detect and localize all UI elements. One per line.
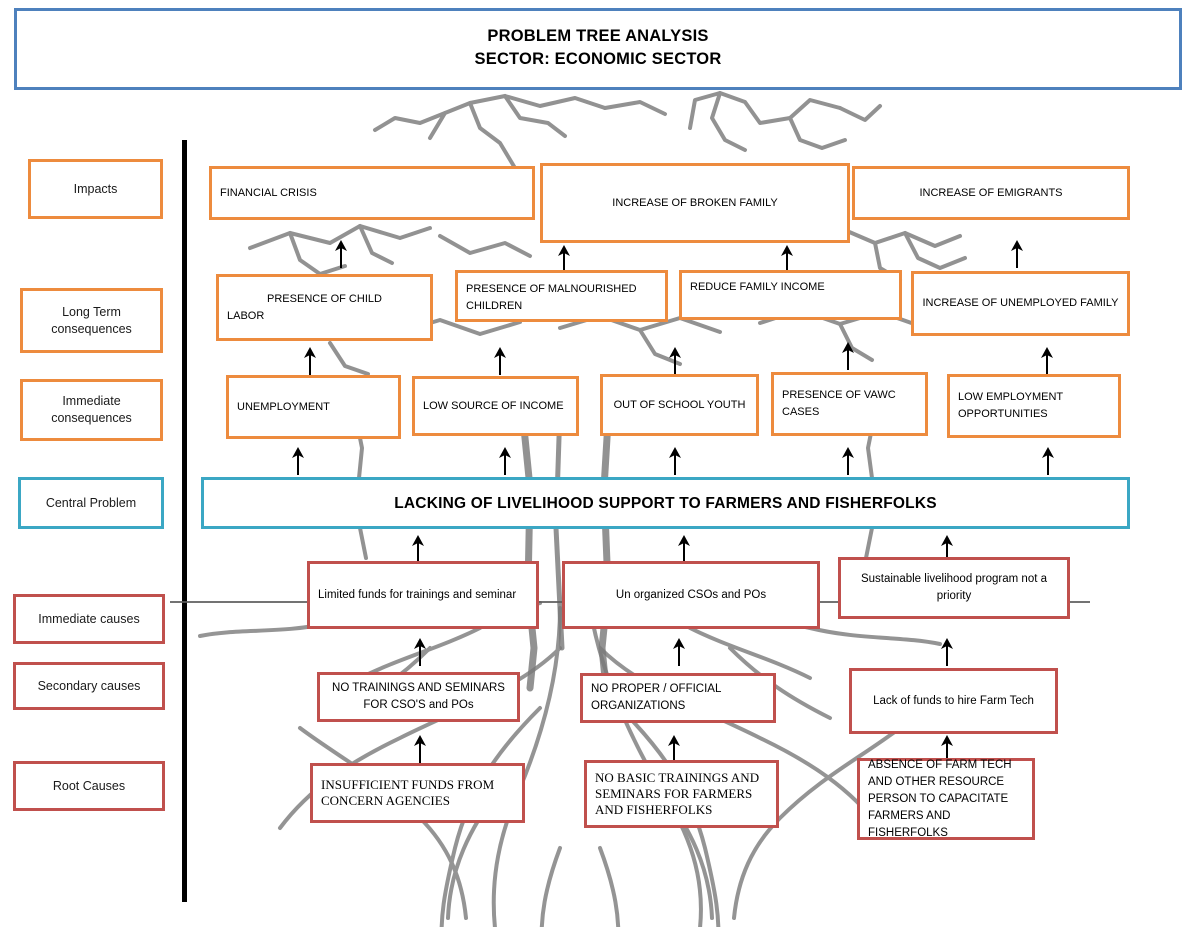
- node-increase-of-unemployed-family: INCREASE OF UNEMPLOYED FAMILY: [911, 271, 1130, 336]
- arrow-up-icon: [1042, 447, 1054, 475]
- arrow-up-icon: [292, 447, 304, 475]
- arrow-up-icon: [335, 240, 347, 268]
- node-low-source-of-income: LOW SOURCE OF INCOME: [412, 376, 579, 436]
- node-label: ABSENCE OF FARM TECH AND OTHER RESOURCE …: [868, 758, 1012, 839]
- node-label: PRESENCE OF CHILD LABOR: [227, 291, 422, 325]
- node-insufficient-funds-from-concern-agencies: INSUFFICIENT FUNDS FROM CONCERN AGENCIES: [310, 763, 525, 823]
- category-label-text: Secondary causes: [37, 678, 141, 693]
- node-unemployment: UNEMPLOYMENT: [226, 375, 401, 439]
- node-reduce-family-income: REDUCE FAMILY INCOME: [679, 270, 902, 320]
- node-label-line-2: LABOR: [227, 309, 265, 322]
- node-limited-funds-for-trainings: Limited funds for trainings and seminar: [307, 561, 539, 629]
- node-label: LOW SOURCE OF INCOME: [423, 399, 564, 412]
- node-absence-of-farm-tech: ABSENCE OF FARM TECH AND OTHER RESOURCE …: [857, 758, 1035, 840]
- node-label: Limited funds for trainings and seminar: [318, 588, 517, 601]
- node-label: OUT OF SCHOOL YOUTH: [613, 398, 746, 411]
- category-label-root-causes: Root Causes: [13, 761, 165, 811]
- node-label: UNEMPLOYMENT: [237, 400, 330, 413]
- node-presence-of-malnourished-children: PRESENCE OF MALNOURISHED CHILDREN: [455, 270, 668, 322]
- arrow-up-icon: [414, 735, 426, 763]
- node-label: REDUCE FAMILY INCOME: [690, 281, 825, 293]
- category-label-text: Immediate causes: [38, 611, 140, 626]
- category-label-text: Root Causes: [52, 778, 126, 793]
- arrow-up-icon: [678, 535, 690, 563]
- arrow-up-icon: [499, 447, 511, 475]
- category-label-text: Central Problem: [45, 495, 137, 510]
- node-label: LACKING OF LIVELIHOOD SUPPORT TO FARMERS…: [394, 494, 937, 512]
- node-lack-of-funds-to-hire-farm-tech: Lack of funds to hire Farm Tech: [849, 668, 1058, 734]
- category-label-immediate-causes: Immediate causes: [13, 594, 165, 644]
- arrow-up-icon: [1011, 240, 1023, 268]
- node-out-of-school-youth: OUT OF SCHOOL YOUTH: [600, 374, 759, 436]
- node-low-employment-opportunities: LOW EMPLOYMENT OPPORTUNITIES: [947, 374, 1121, 438]
- arrow-up-icon: [673, 638, 685, 666]
- category-label-text: Long Term consequences: [51, 304, 132, 336]
- node-label: INCREASE OF BROKEN FAMILY: [612, 196, 778, 209]
- vertical-axis-line: [182, 140, 187, 902]
- arrow-up-icon: [558, 245, 570, 273]
- node-label: INCREASE OF UNEMPLOYED FAMILY: [922, 297, 1119, 309]
- arrow-up-icon: [668, 735, 680, 763]
- node-un-organized-csos-and-pos: Un organized CSOs and POs: [562, 561, 820, 629]
- node-label: NO BASIC TRAININGS AND SEMINARS FOR FARM…: [595, 770, 760, 817]
- category-label-secondary-causes: Secondary causes: [13, 662, 165, 710]
- node-label: Lack of funds to hire Farm Tech: [873, 694, 1034, 707]
- node-presence-of-vawc-cases: PRESENCE OF VAWC CASES: [771, 372, 928, 436]
- category-label-text: Immediate consequences: [51, 394, 132, 425]
- arrow-up-icon: [1041, 347, 1053, 375]
- arrow-up-icon: [842, 447, 854, 475]
- node-presence-of-child-labor: PRESENCE OF CHILD LABOR: [216, 274, 433, 341]
- arrow-up-icon: [304, 347, 316, 375]
- arrow-up-icon: [941, 638, 953, 666]
- category-label-text: Impacts: [73, 181, 118, 196]
- arrow-up-icon: [842, 342, 854, 370]
- category-label-immediate-consequences: Immediate consequences: [20, 379, 163, 441]
- node-label: NO PROPER / OFFICIAL ORGANIZATIONS: [591, 683, 721, 712]
- arrow-up-icon: [781, 245, 793, 273]
- node-label: Un organized CSOs and POs: [615, 588, 767, 601]
- node-label: NO TRAININGS AND SEMINARS FOR CSO'S and …: [332, 682, 505, 711]
- node-label-line-1: PRESENCE OF CHILD: [267, 292, 382, 305]
- node-sustainable-livelihood-not-priority: Sustainable livelihood program not a pri…: [838, 557, 1070, 619]
- arrow-up-icon: [414, 638, 426, 666]
- node-label: INSUFFICIENT FUNDS FROM CONCERN AGENCIES: [321, 777, 495, 808]
- node-label: FINANCIAL CRISIS: [220, 186, 317, 199]
- node-no-basic-trainings-for-farmers: NO BASIC TRAININGS AND SEMINARS FOR FARM…: [584, 760, 779, 828]
- category-label-impacts: Impacts: [28, 159, 163, 219]
- arrow-up-icon: [669, 347, 681, 375]
- arrow-up-icon: [412, 535, 424, 563]
- node-financial-crisis: FINANCIAL CRISIS: [209, 166, 535, 220]
- node-no-trainings-and-seminars-for-csos: NO TRAININGS AND SEMINARS FOR CSO'S and …: [317, 672, 520, 722]
- category-label-long-term-consequences: Long Term consequences: [20, 288, 163, 353]
- node-label: PRESENCE OF MALNOURISHED CHILDREN: [466, 283, 637, 312]
- node-increase-of-broken-family: INCREASE OF BROKEN FAMILY: [540, 163, 850, 243]
- title-line-1: PROBLEM TREE ANALYSIS: [487, 27, 709, 45]
- node-central-problem: LACKING OF LIVELIHOOD SUPPORT TO FARMERS…: [201, 477, 1130, 529]
- arrow-up-icon: [494, 347, 506, 375]
- title-line-2: SECTOR: ECONOMIC SECTOR: [474, 50, 722, 68]
- page-title: PROBLEM TREE ANALYSIS SECTOR: ECONOMIC S…: [14, 8, 1182, 90]
- arrow-up-icon: [669, 447, 681, 475]
- node-label: INCREASE OF EMIGRANTS: [919, 186, 1063, 199]
- node-label: PRESENCE OF VAWC CASES: [782, 389, 896, 418]
- node-increase-of-emigrants: INCREASE OF EMIGRANTS: [852, 166, 1130, 220]
- category-label-central-problem: Central Problem: [18, 477, 164, 529]
- node-label: Sustainable livelihood program not a pri…: [860, 573, 1048, 602]
- node-label: LOW EMPLOYMENT OPPORTUNITIES: [958, 391, 1063, 420]
- node-no-proper-official-organizations: NO PROPER / OFFICIAL ORGANIZATIONS: [580, 673, 776, 723]
